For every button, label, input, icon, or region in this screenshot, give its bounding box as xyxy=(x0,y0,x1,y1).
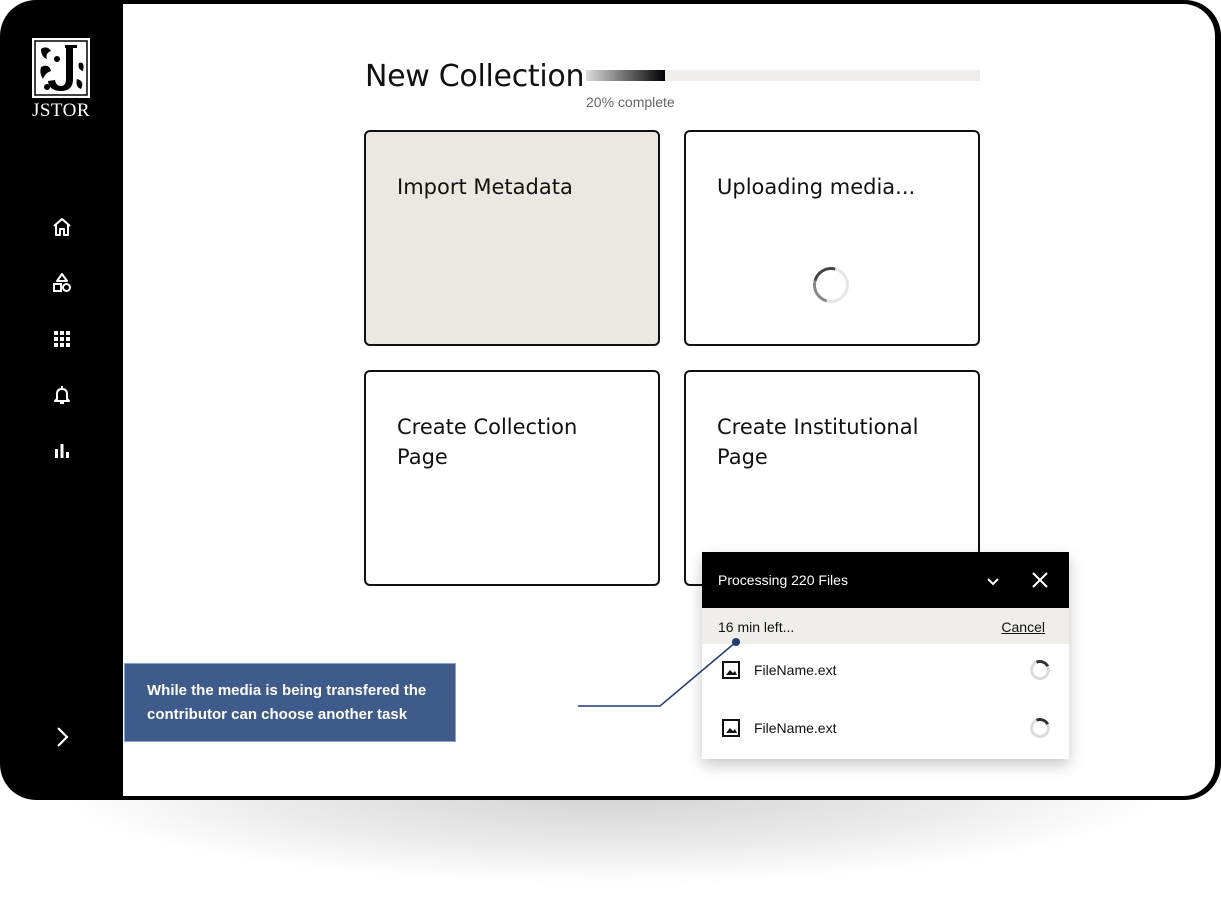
logo-text: JSTOR xyxy=(31,100,91,121)
card-label: Create Institutional Page xyxy=(717,415,919,469)
card-label: Uploading media... xyxy=(717,175,916,199)
panel-status-bar: 16 min left... Cancel xyxy=(702,608,1069,644)
card-create-collection-page[interactable]: Create Collection Page xyxy=(364,370,660,586)
close-icon[interactable] xyxy=(1030,570,1050,590)
sidebar: JSTOR xyxy=(0,0,123,800)
progress-label: 20% complete xyxy=(586,94,675,110)
bell-icon[interactable] xyxy=(50,383,74,407)
progress-bar xyxy=(586,70,980,81)
home-icon[interactable] xyxy=(50,215,74,239)
card-create-institutional-page[interactable]: Create Institutional Page xyxy=(684,370,980,586)
card-label: Create Collection Page xyxy=(397,415,578,469)
card-uploading-media[interactable]: Uploading media... xyxy=(684,130,980,346)
image-file-icon xyxy=(722,719,740,737)
bar-chart-icon[interactable] xyxy=(50,439,74,463)
file-row: FileName.ext xyxy=(702,644,1069,700)
card-label: Import Metadata xyxy=(397,175,573,199)
card-import-metadata[interactable]: Import Metadata xyxy=(364,130,660,346)
progress-fill xyxy=(586,70,665,81)
file-name: FileName.ext xyxy=(754,720,837,736)
chevron-right-icon[interactable] xyxy=(50,725,74,749)
panel-title: Processing 220 Files xyxy=(718,572,848,588)
cancel-button[interactable]: Cancel xyxy=(1001,619,1045,635)
jstor-logo-mark xyxy=(32,38,90,98)
file-row: FileName.ext xyxy=(702,702,1069,758)
grid-icon[interactable] xyxy=(50,327,74,351)
page-title: New Collection xyxy=(365,59,585,94)
processing-panel: Processing 220 Files 16 min left... Canc… xyxy=(702,552,1069,759)
image-file-icon xyxy=(722,661,740,679)
panel-header: Processing 220 Files xyxy=(702,552,1069,608)
shapes-icon[interactable] xyxy=(50,271,74,295)
file-name: FileName.ext xyxy=(754,662,837,678)
annotation-callout: While the media is being transfered the … xyxy=(124,663,456,742)
jstor-logo[interactable]: JSTOR xyxy=(28,38,94,122)
chevron-down-icon[interactable] xyxy=(984,572,1002,590)
time-left: 16 min left... xyxy=(718,619,795,635)
